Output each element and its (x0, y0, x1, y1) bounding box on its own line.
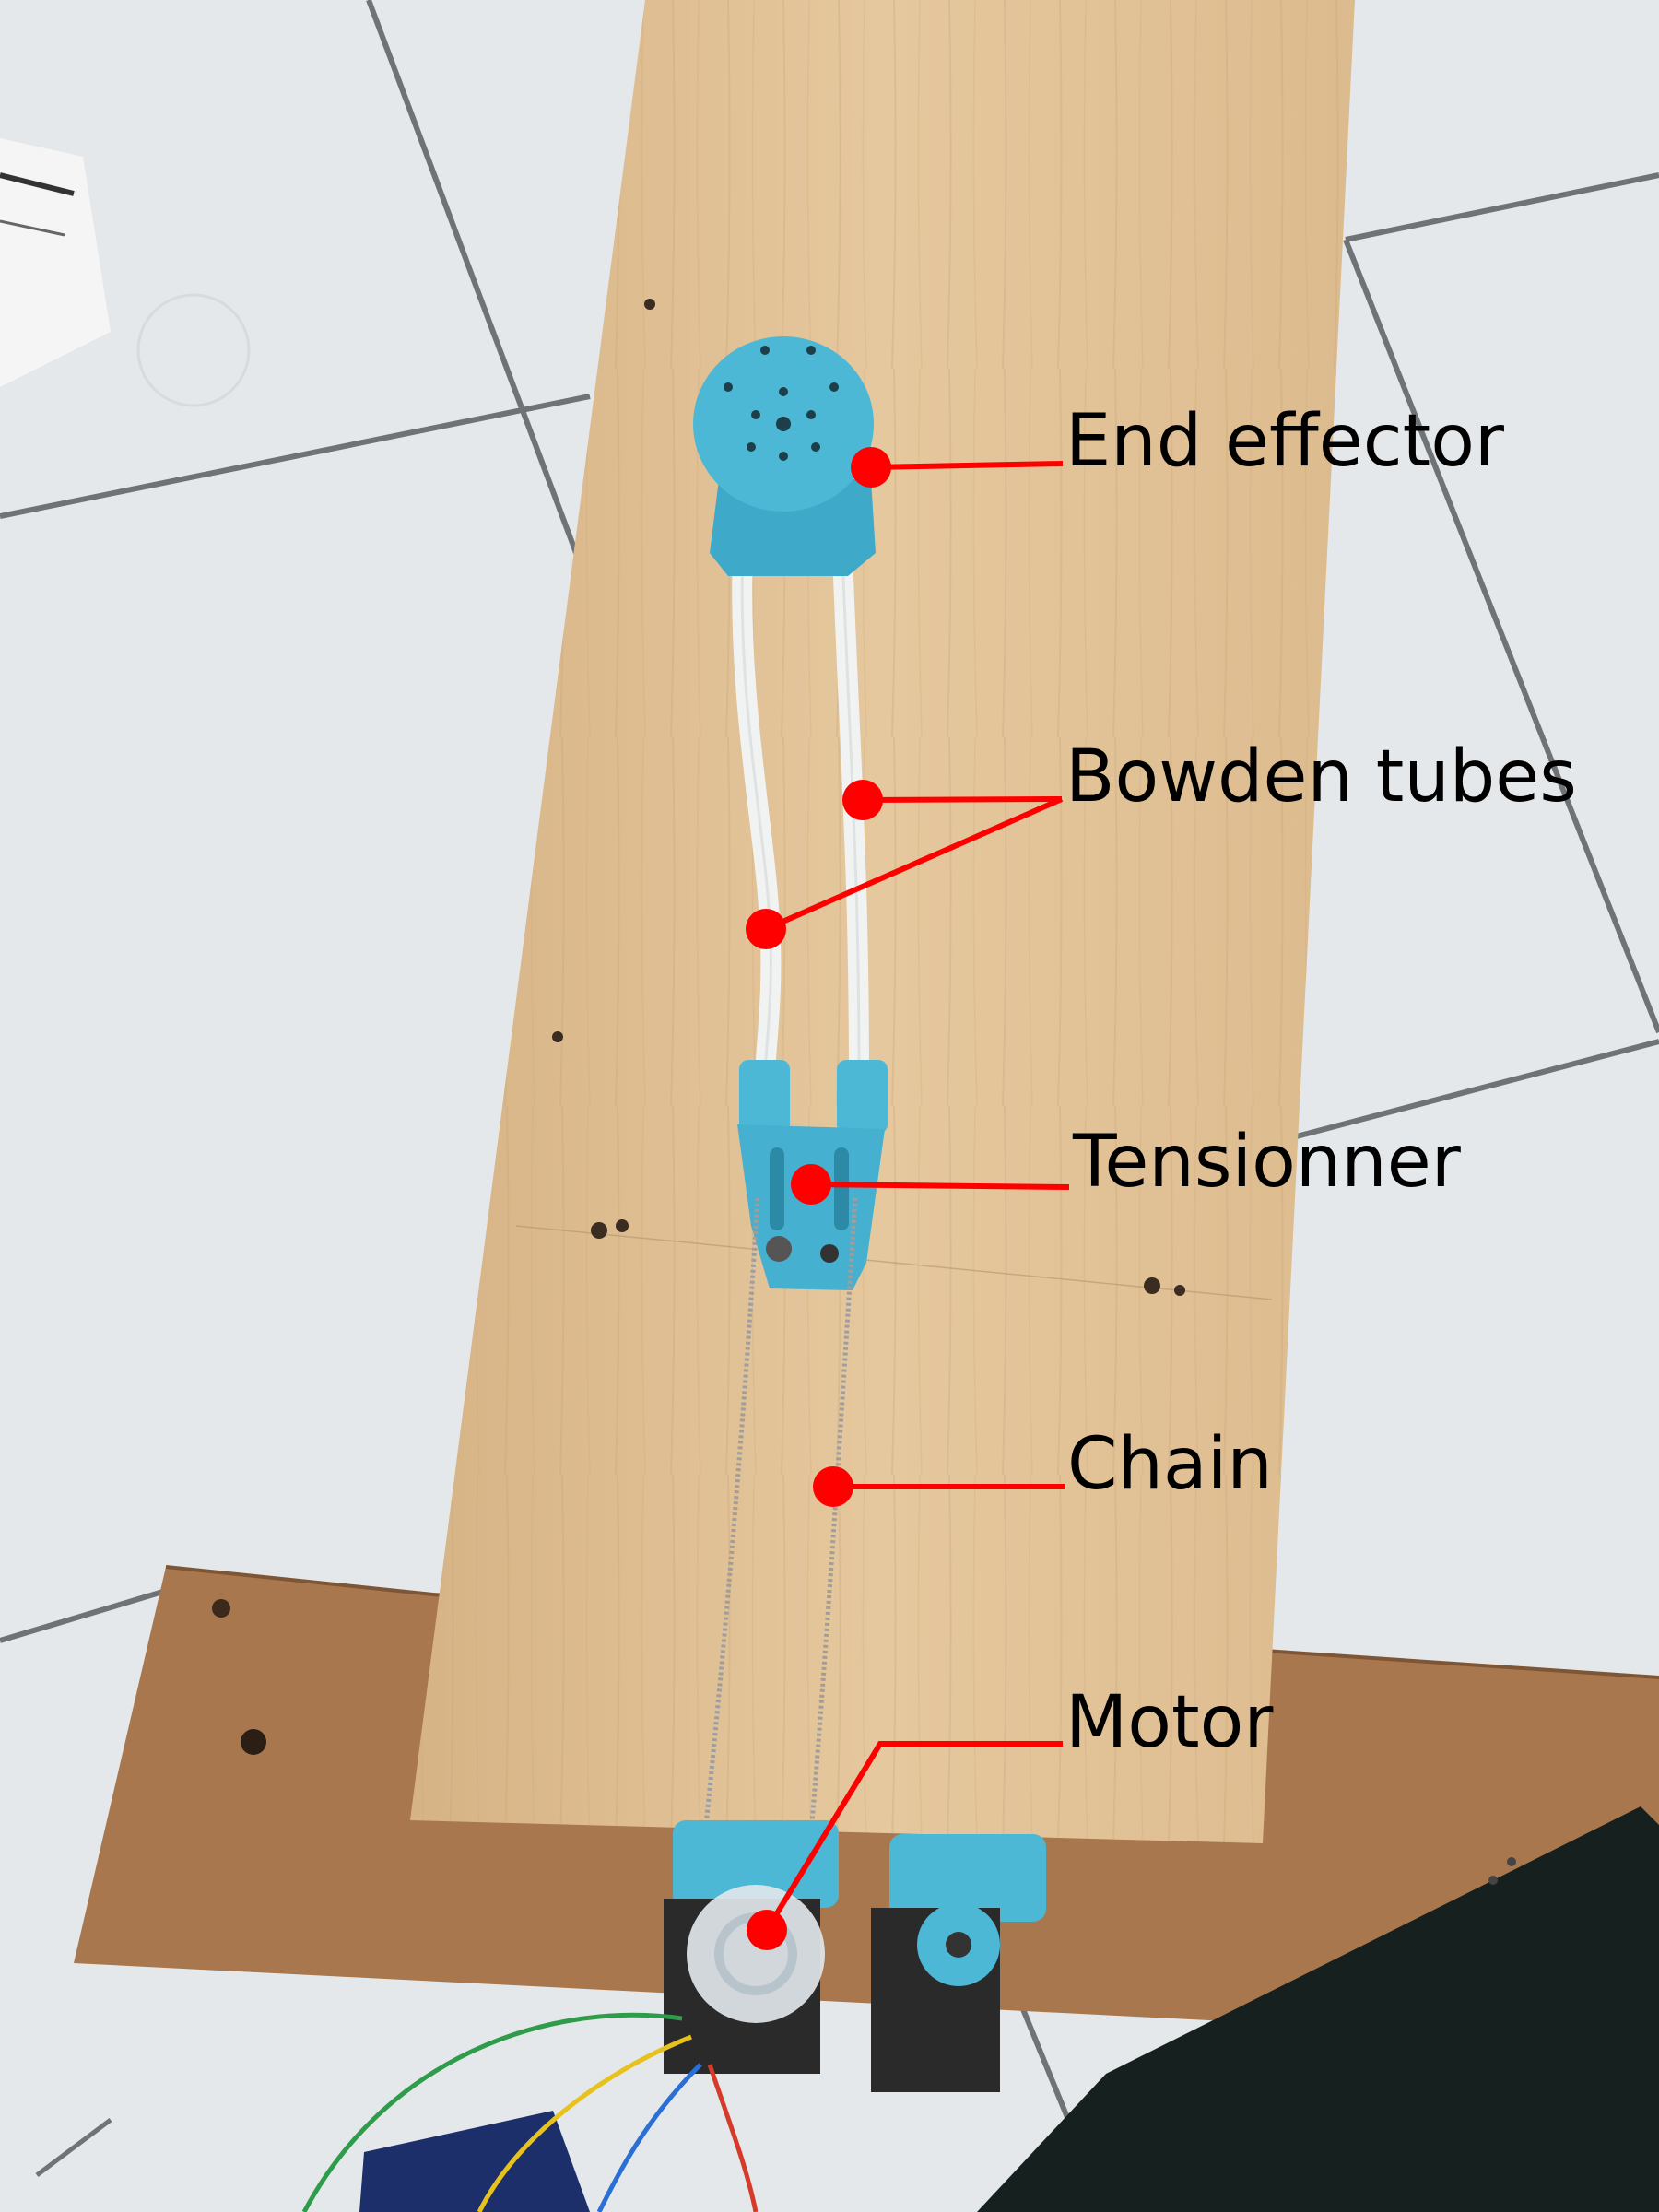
tensioner-part (737, 1060, 888, 1290)
callout-dot-motor (747, 1910, 787, 1950)
callout-line-motor (764, 1741, 1063, 1932)
label-tensionner: Tensionner (1073, 1121, 1461, 1204)
callout-line-end-effector (870, 461, 1064, 470)
label-chain: Chain (1067, 1423, 1273, 1506)
callout-dot-end-effector (851, 447, 891, 488)
callout-line-bowden-1 (862, 796, 1063, 803)
label-end-effector: End effector (1065, 400, 1504, 483)
motor-assembly (664, 1820, 1046, 2092)
callout-line-bowden-2 (764, 796, 1064, 932)
callout-line-tensionner (810, 1182, 1070, 1190)
callouts (746, 447, 1070, 1950)
paper-sheet (0, 138, 111, 387)
callout-dot-bowden-1 (842, 780, 883, 820)
callout-dot-chain (813, 1466, 853, 1507)
electronics (301, 2012, 759, 2212)
callout-dot-bowden-2 (746, 909, 786, 949)
dark-case (977, 1806, 1659, 2212)
wood-board (410, 0, 1355, 1843)
label-motor: Motor (1065, 1681, 1274, 1764)
end-effector-part (693, 336, 876, 576)
callout-dot-tensionner (791, 1164, 831, 1205)
label-bowden-tubes: Bowden tubes (1065, 735, 1577, 818)
